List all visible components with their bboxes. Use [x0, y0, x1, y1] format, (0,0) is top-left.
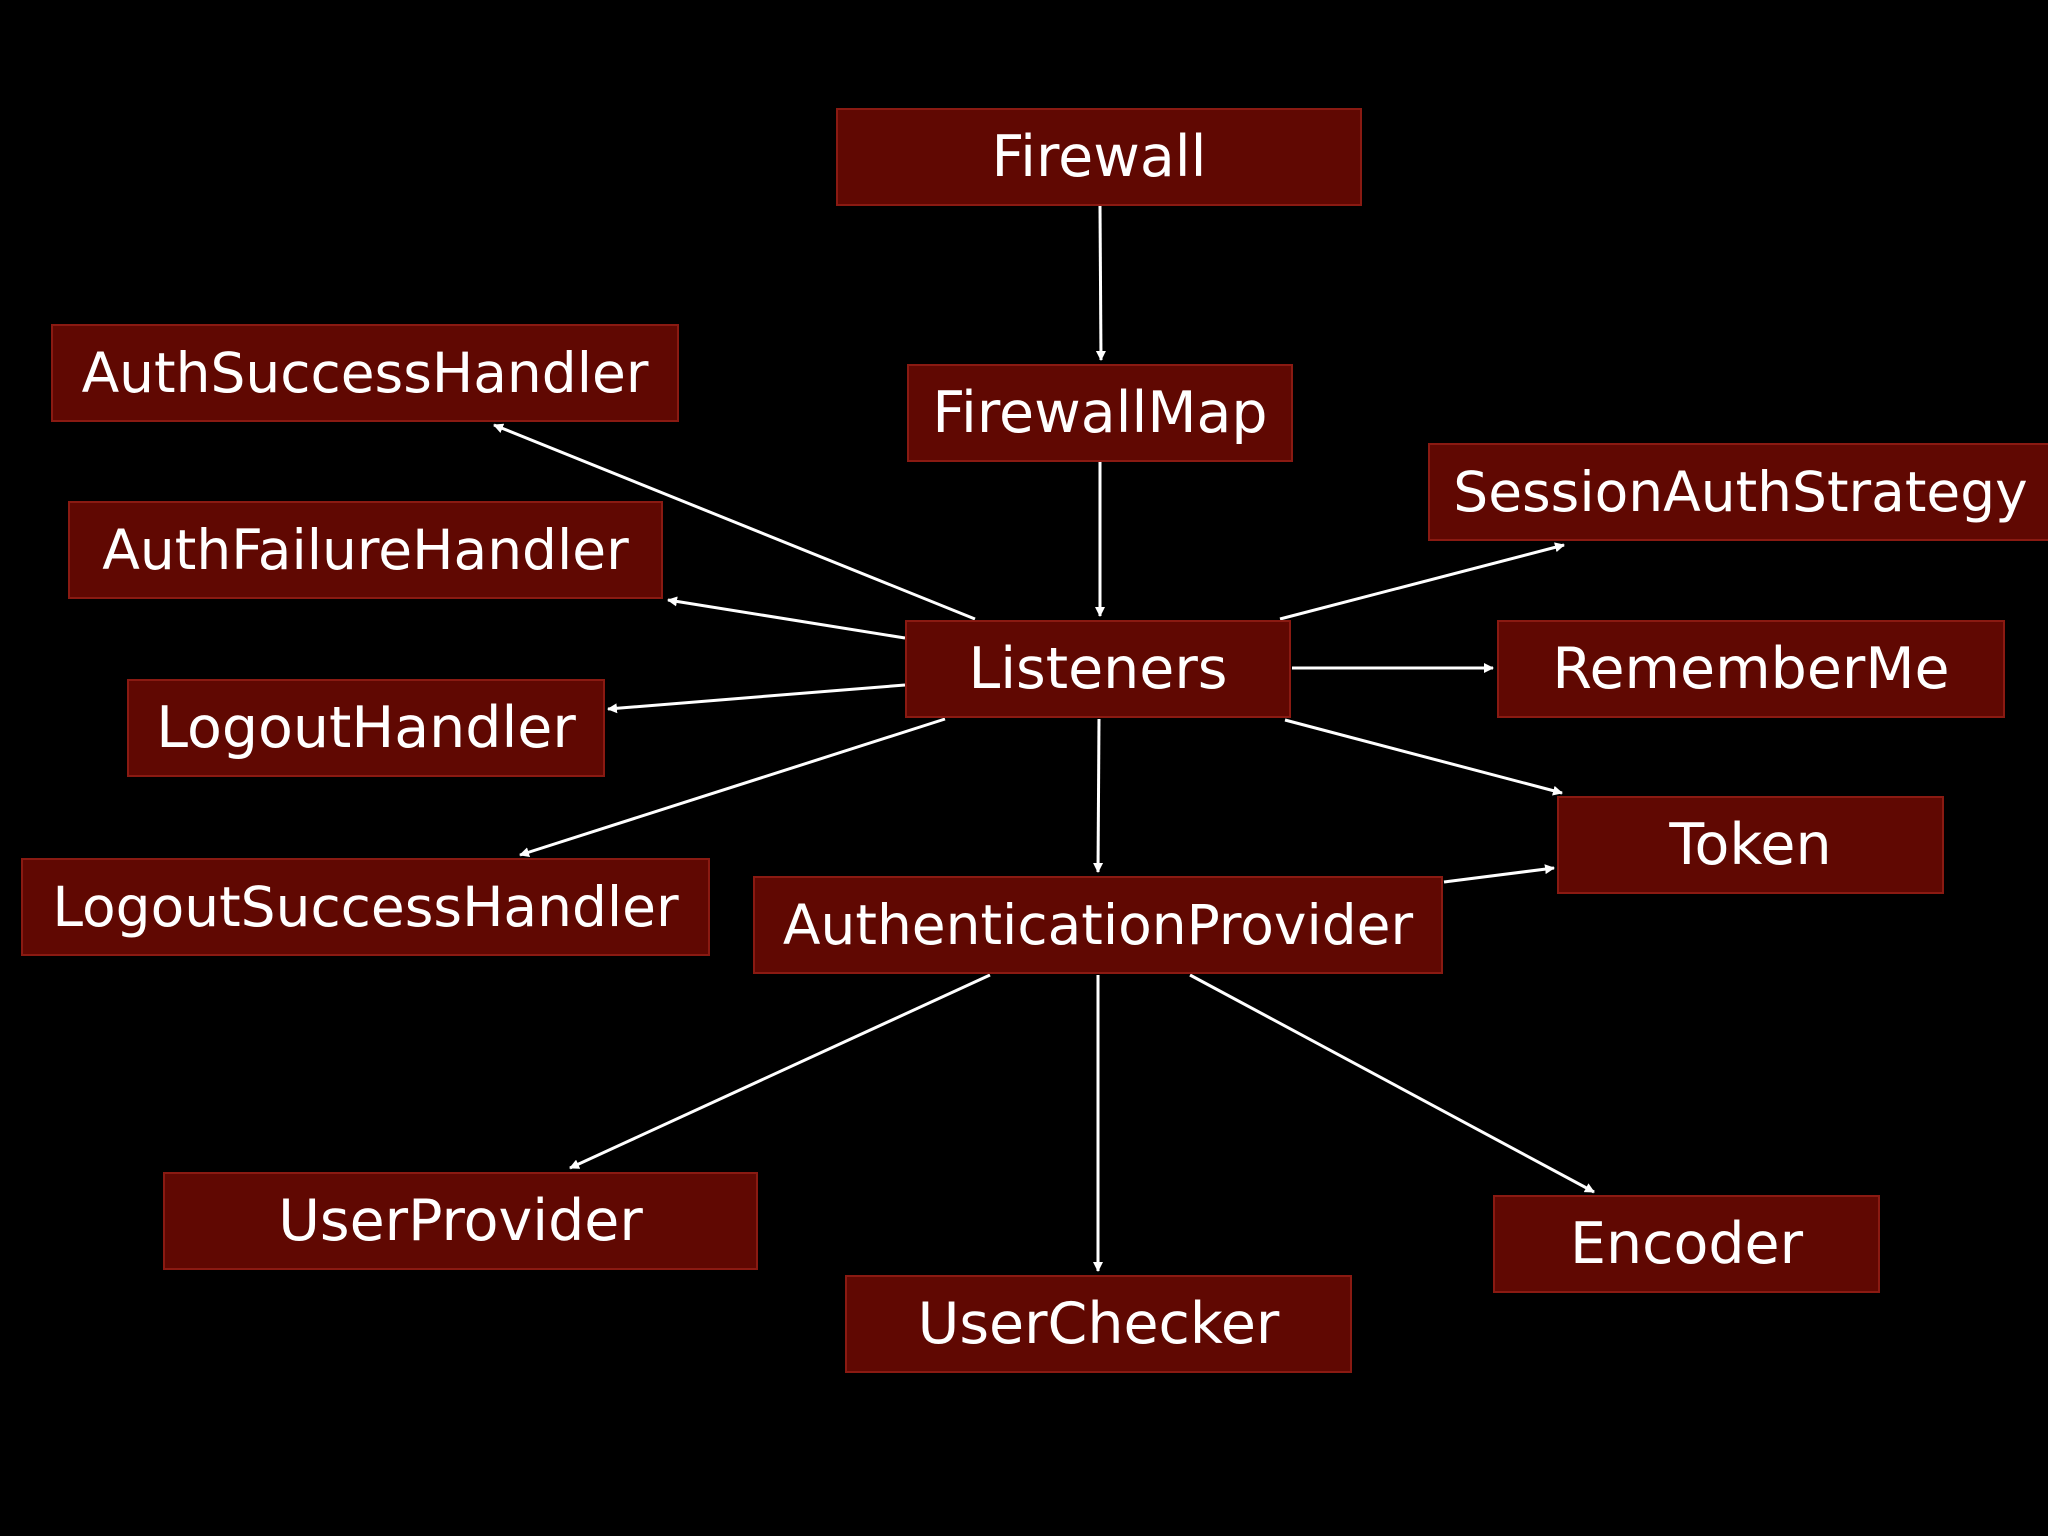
- node-logout-success-handler: LogoutSuccessHandler: [21, 858, 710, 956]
- edge-authenticationprovider-to-userprovider: [569, 973, 991, 1170]
- node-session-auth-strategy: SessionAuthStrategy: [1428, 443, 2048, 541]
- node-auth-failure-handler: AuthFailureHandler: [68, 501, 663, 599]
- node-user-checker: UserChecker: [845, 1275, 1352, 1373]
- node-auth-success-handler: AuthSuccessHandler: [51, 324, 679, 422]
- node-firewall-map: FirewallMap: [907, 364, 1293, 462]
- node-firewall: Firewall: [836, 108, 1362, 206]
- edge-authenticationprovider-to-encoder: [1189, 973, 1595, 1194]
- edge-authenticationprovider-to-token: [1443, 864, 1555, 884]
- edge-listeners-to-authsuccesshandler: [493, 423, 976, 621]
- node-listeners: Listeners: [905, 620, 1291, 718]
- node-logout-handler: LogoutHandler: [127, 679, 605, 777]
- node-remember-me: RememberMe: [1497, 620, 2005, 718]
- edge-listeners-to-logoutsuccesshandler: [519, 717, 946, 858]
- edge-listeners-to-authfailurehandler: [667, 596, 906, 640]
- node-user-provider: UserProvider: [163, 1172, 758, 1270]
- edge-listeners-to-logouthandler: [607, 683, 906, 714]
- node-authentication-provider: AuthenticationProvider: [753, 876, 1443, 974]
- edge-firewall-to-firewallmap: [1095, 205, 1106, 361]
- node-token: Token: [1557, 796, 1944, 894]
- edge-listeners-to-token: [1284, 718, 1563, 796]
- node-encoder: Encoder: [1493, 1195, 1880, 1293]
- edge-listeners-to-authenticationprovider: [1093, 718, 1104, 873]
- edge-listeners-to-sessionauthstrategy: [1279, 542, 1565, 621]
